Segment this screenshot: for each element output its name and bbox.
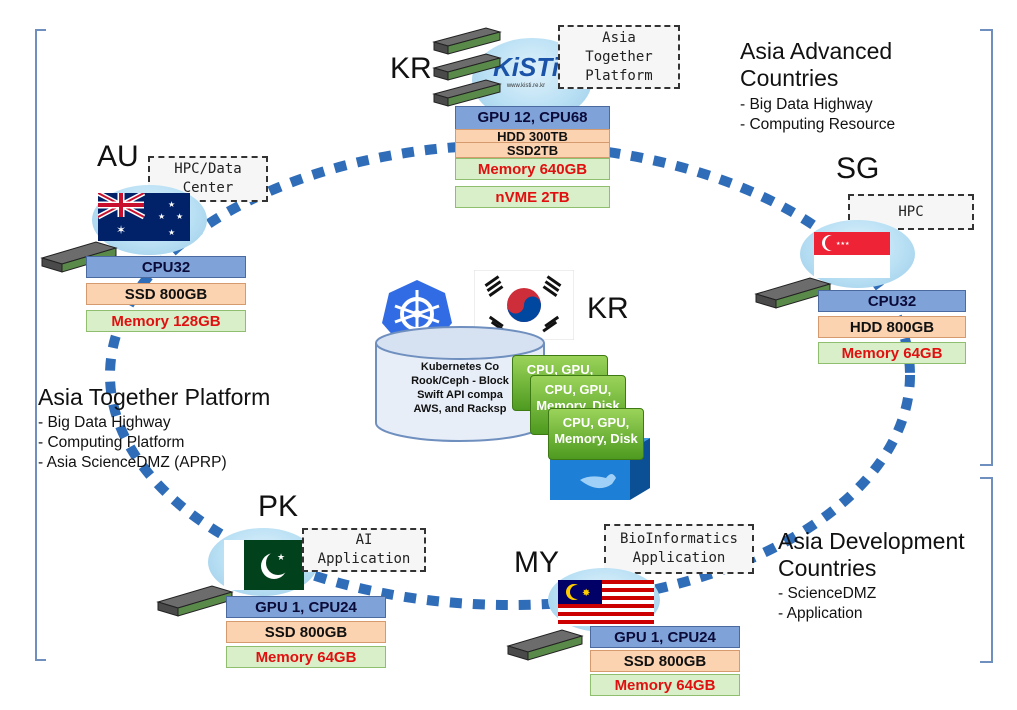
svg-text:✸: ✸ — [582, 588, 590, 599]
cylinder-text: Kubernetes Co Rook/Ceph - Block Swift AP… — [385, 360, 535, 416]
callout-line: Center — [182, 180, 234, 196]
spec-memory: Memory 64GB — [590, 674, 740, 696]
spec-cpu: GPU 1, CPU24 — [590, 626, 740, 648]
callout-line: Asia — [602, 29, 636, 46]
kisti-logo: KiSTi www.kisti.re.kr — [483, 52, 569, 102]
svg-text:★★★: ★★★ — [836, 241, 850, 247]
group-together: Asia Together Platform - Big Data Highwa… — [38, 384, 318, 473]
flag-sg-icon: ★★★ — [814, 232, 890, 278]
group-development-item: - Application — [778, 605, 863, 622]
svg-text:★: ★ — [168, 200, 175, 209]
card-line: Memory, Disk — [554, 431, 638, 446]
spec-memory: Memory 64GB — [818, 342, 966, 364]
group-development: Asia Development Countries - ScienceDMZ … — [778, 528, 988, 624]
spec-memory: Memory 128GB — [86, 310, 246, 332]
storage-cylinder — [375, 326, 545, 442]
svg-text:★: ★ — [277, 552, 285, 562]
svg-text:★: ★ — [168, 228, 175, 237]
cylinder-line: Swift API compa — [417, 389, 503, 401]
my-code: MY — [514, 546, 559, 579]
svg-text:✶: ✶ — [116, 223, 126, 237]
spec-cpu: GPU 12, CPU68 — [455, 106, 610, 130]
spec-cpu: GPU 1, CPU24 — [226, 596, 386, 618]
group-development-title-1: Asia Development — [778, 528, 965, 554]
callout-line: BioInformatics — [619, 531, 738, 547]
spec-memory: Memory 64GB — [226, 646, 386, 668]
server-rack-icon — [506, 629, 584, 661]
callout-line: Platform — [585, 67, 653, 84]
callout-line: Application — [632, 550, 726, 566]
card-line: CPU, GPU, — [562, 415, 630, 430]
server-rack-icon — [156, 585, 234, 617]
cylinder-line: Kubernetes Co — [420, 361, 500, 373]
server-rack-icon — [432, 27, 502, 107]
spec-hdd: HDD 300TB — [455, 129, 610, 144]
left-bracket — [35, 29, 46, 661]
group-advanced-list: - Big Data Highway - Computing Resource — [740, 95, 970, 135]
pk-callout: AI Application — [302, 528, 426, 572]
group-together-item: - Asia ScienceDMZ (APRP) — [38, 454, 227, 471]
kr-top-code: KR — [390, 52, 432, 85]
group-development-title-2: Countries — [778, 555, 877, 581]
callout-line: Application — [317, 551, 411, 567]
svg-text:★: ★ — [158, 212, 165, 221]
svg-text:★: ★ — [176, 212, 183, 221]
my-callout: BioInformatics Application — [604, 524, 754, 574]
right-bracket-development — [980, 477, 993, 663]
kisti-logo-url: www.kisti.re.kr — [506, 83, 546, 89]
cylinder-line: AWS, and Racksp — [413, 403, 507, 415]
kr-top-callout: Asia Together Platform — [558, 25, 680, 89]
spec-cpu: CPU32 — [818, 290, 966, 312]
card-line: CPU, GPU, — [526, 362, 594, 377]
spec-memory: Memory 640GB — [455, 158, 610, 180]
resource-card: CPU, GPU, Memory, Disk — [548, 408, 644, 460]
au-code: AU — [97, 140, 139, 173]
group-advanced-item: - Big Data Highway — [740, 96, 873, 113]
spec-ssd: SSD 800GB — [590, 650, 740, 672]
sg-code: SG — [836, 152, 880, 185]
sg-spec-stack: CPU32 HDD 800GB Memory 64GB — [818, 290, 978, 370]
callout-line: HPC — [898, 203, 924, 220]
group-advanced-item: - Computing Resource — [740, 116, 896, 133]
spec-cpu: CPU32 — [86, 256, 246, 278]
server-rack-icon — [754, 277, 832, 309]
group-advanced-title-2: Countries — [740, 65, 839, 91]
group-together-list: - Big Data Highway - Computing Platform … — [38, 413, 318, 473]
spec-ssd: SSD2TB — [455, 142, 610, 158]
group-advanced: Asia Advanced Countries - Big Data Highw… — [740, 38, 970, 135]
pk-spec-stack: GPU 1, CPU24 SSD 800GB Memory 64GB — [226, 596, 396, 676]
group-advanced-title-1: Asia Advanced — [740, 38, 893, 64]
pk-code: PK — [258, 490, 299, 523]
spec-nvme: nVME 2TB — [455, 186, 610, 208]
right-bracket-advanced — [980, 29, 993, 466]
group-development-list: - ScienceDMZ - Application — [778, 584, 988, 624]
group-together-item: - Computing Platform — [38, 434, 185, 451]
spec-hdd: HDD 800GB — [818, 316, 966, 338]
spec-ssd: SSD 800GB — [226, 621, 386, 643]
network-ring — [105, 140, 915, 610]
my-spec-stack: GPU 1, CPU24 SSD 800GB Memory 64GB — [590, 626, 750, 702]
callout-line: Together — [585, 48, 653, 65]
callout-line: AI — [355, 532, 373, 548]
spec-ssd: SSD 800GB — [86, 283, 246, 305]
group-together-title: Asia Together Platform — [38, 384, 271, 410]
group-development-item: - ScienceDMZ — [778, 585, 877, 602]
flag-my-icon: ✸ — [558, 580, 654, 626]
kr-center-code: KR — [587, 292, 629, 325]
sg-callout: HPC — [848, 194, 974, 230]
callout-line: HPC/Data — [174, 161, 242, 177]
flag-pk-icon: ★ — [224, 540, 304, 590]
flag-au-icon: ✶ ★ ★ ★ ★ — [98, 193, 190, 241]
kisti-logo-text: KiSTi — [493, 52, 559, 82]
cylinder-line: Rook/Ceph - Block — [411, 375, 509, 387]
au-spec-stack: CPU32 SSD 800GB Memory 128GB — [86, 256, 256, 336]
card-line: CPU, GPU, — [544, 382, 612, 397]
group-together-item: - Big Data Highway — [38, 414, 171, 431]
kr-top-spec-stack: GPU 12, CPU68 HDD 300TB SSD2TB Memory 64… — [455, 106, 620, 214]
